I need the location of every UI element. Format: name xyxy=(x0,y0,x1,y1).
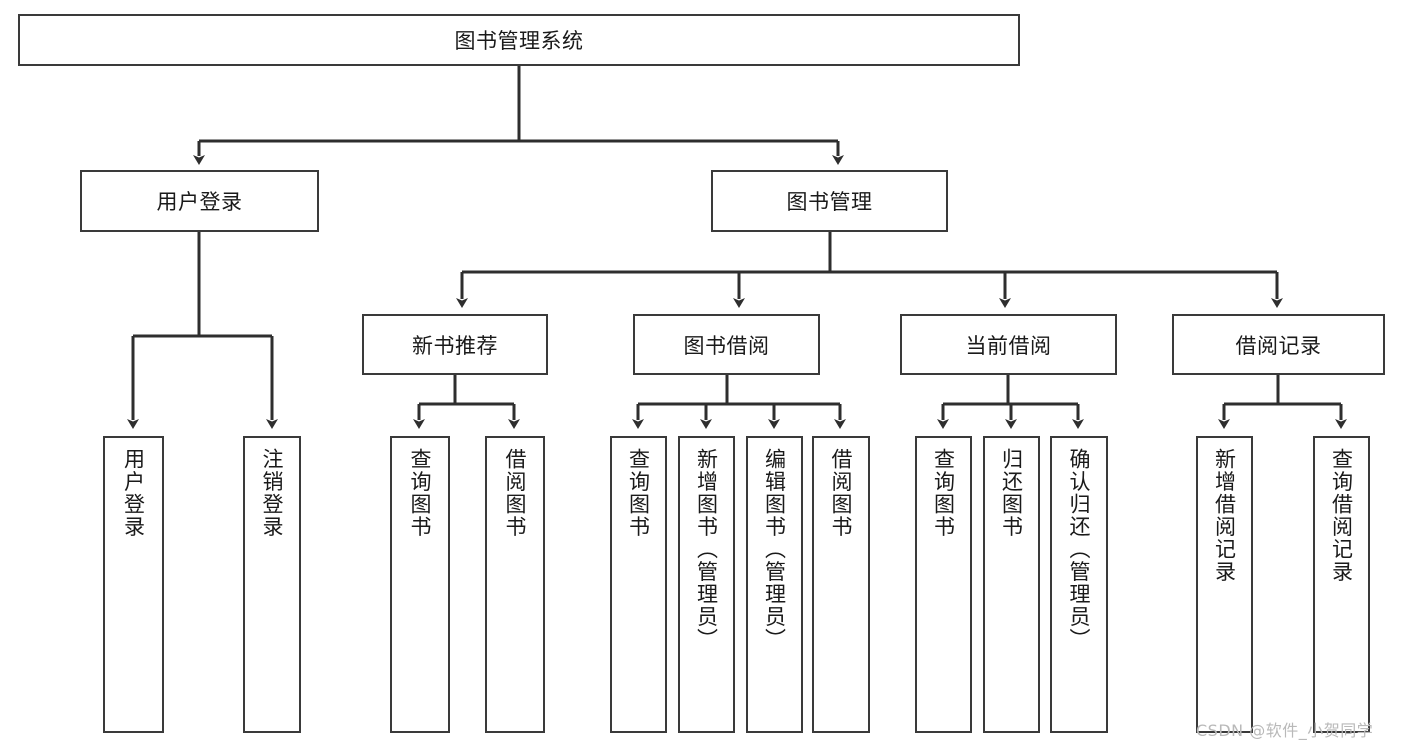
leaf-return-book-label: 归还图书 xyxy=(999,448,1024,538)
node-borrow-record-label: 借阅记录 xyxy=(1235,333,1322,358)
node-current-borrow[interactable]: 当前借阅 xyxy=(900,314,1117,375)
leaf-add-borrow-record-label: 新增借阅记录 xyxy=(1212,448,1237,583)
leaf-borrow-book[interactable]: 借阅图书 xyxy=(812,436,870,733)
node-book-borrow[interactable]: 图书借阅 xyxy=(633,314,820,375)
leaf-borrow-book-recommendation-label: 借阅图书 xyxy=(503,448,528,538)
node-user-login-label: 用户登录 xyxy=(156,190,243,214)
leaf-return-book[interactable]: 归还图书 xyxy=(983,436,1040,733)
node-new-book-recommendation-label: 新书推荐 xyxy=(412,333,498,358)
leaf-query-book-label: 查询图书 xyxy=(626,448,651,538)
node-root-label: 图书管理系统 xyxy=(454,29,584,53)
node-new-book-recommendation[interactable]: 新书推荐 xyxy=(362,314,548,375)
node-root[interactable]: 图书管理系统 xyxy=(18,14,1020,66)
leaf-query-book-current[interactable]: 查询图书 xyxy=(915,436,972,733)
leaf-add-book-admin-label: 新增图书（管理员） xyxy=(694,448,719,651)
leaf-query-borrow-record-label: 查询借阅记录 xyxy=(1329,448,1354,583)
node-book-borrow-label: 图书借阅 xyxy=(683,333,770,358)
leaf-user-login[interactable]: 用户登录 xyxy=(103,436,164,733)
leaf-confirm-return-admin[interactable]: 确认归还（管理员） xyxy=(1050,436,1108,733)
leaf-logout-label: 注销登录 xyxy=(260,448,285,538)
csdn-watermark: CSDN @软件_小贺同学 xyxy=(1196,721,1374,740)
leaf-logout[interactable]: 注销登录 xyxy=(243,436,301,733)
leaf-borrow-book-recommendation[interactable]: 借阅图书 xyxy=(485,436,545,733)
leaf-query-book[interactable]: 查询图书 xyxy=(610,436,667,733)
leaf-query-book-recommendation-label: 查询图书 xyxy=(408,448,433,538)
leaf-edit-book-admin-label: 编辑图书（管理员） xyxy=(762,448,787,651)
node-current-borrow-label: 当前借阅 xyxy=(965,333,1052,358)
node-user-login[interactable]: 用户登录 xyxy=(80,170,319,232)
leaf-query-book-current-label: 查询图书 xyxy=(931,448,956,538)
leaf-edit-book-admin[interactable]: 编辑图书（管理员） xyxy=(746,436,803,733)
node-borrow-record[interactable]: 借阅记录 xyxy=(1172,314,1385,375)
node-book-management[interactable]: 图书管理 xyxy=(711,170,948,232)
leaf-confirm-return-admin-label: 确认归还（管理员） xyxy=(1067,448,1092,651)
leaf-add-book-admin[interactable]: 新增图书（管理员） xyxy=(678,436,735,733)
leaf-query-book-recommendation[interactable]: 查询图书 xyxy=(390,436,450,733)
leaf-borrow-book-label: 借阅图书 xyxy=(829,448,854,538)
leaf-add-borrow-record[interactable]: 新增借阅记录 xyxy=(1196,436,1253,733)
node-book-management-label: 图书管理 xyxy=(786,190,873,214)
leaf-query-borrow-record[interactable]: 查询借阅记录 xyxy=(1313,436,1370,733)
leaf-user-login-label: 用户登录 xyxy=(121,448,146,538)
